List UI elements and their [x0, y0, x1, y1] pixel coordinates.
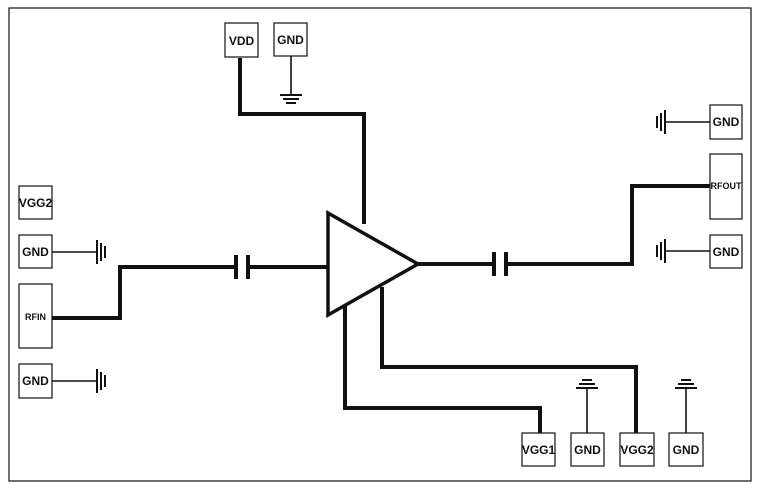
vdd-wire — [238, 58, 366, 224]
pad-label: VGG2 — [19, 196, 53, 210]
pad-label: GND — [574, 443, 601, 457]
die-outline — [8, 7, 752, 482]
ground-icon — [656, 239, 710, 263]
rfin-wire — [52, 265, 236, 320]
pad-label: VGG1 — [522, 443, 556, 457]
pad-label: GND — [673, 443, 700, 457]
pad-gnd-left-2: GND — [18, 363, 53, 399]
pad-vgg2-bottom: VGG2 — [619, 432, 655, 467]
ground-icon — [52, 369, 106, 393]
pad-gnd-bottom-1: GND — [570, 432, 605, 467]
pad-vdd: VDD — [224, 22, 259, 58]
pad-vgg1-bottom: VGG1 — [521, 432, 556, 467]
pad-label: RFIN — [25, 312, 46, 322]
pad-gnd-left-1: GND — [18, 234, 53, 269]
ground-icon — [576, 379, 598, 433]
input-capacitor — [234, 255, 250, 279]
pad-vgg2-left: VGG2 — [18, 185, 53, 220]
vgg2-wire — [380, 287, 638, 433]
pad-gnd-right-2: GND — [709, 234, 743, 269]
ground-icon — [656, 110, 710, 134]
ground-icon — [675, 379, 697, 433]
pad-gnd-top: GND — [273, 22, 308, 57]
pad-label: VGG2 — [620, 443, 654, 457]
pad-label: GND — [22, 245, 49, 259]
pad-rfout: RFOUT — [709, 153, 743, 220]
pad-label: RFOUT — [711, 181, 742, 191]
pad-label: GND — [713, 245, 740, 259]
output-capacitor — [492, 252, 508, 276]
pad-label: GND — [713, 115, 740, 129]
amplifier-symbol — [326, 209, 422, 319]
pad-gnd-right-1: GND — [709, 104, 743, 140]
pad-label: GND — [277, 33, 304, 47]
rfout-wire-2 — [506, 184, 710, 266]
ground-icon — [52, 240, 106, 264]
pad-label: GND — [22, 374, 49, 388]
vgg1-wire — [343, 305, 542, 433]
pad-rfin: RFIN — [18, 283, 53, 349]
pad-label: VDD — [229, 34, 255, 48]
ground-icon — [280, 56, 302, 104]
pad-gnd-bottom-2: GND — [668, 432, 704, 467]
